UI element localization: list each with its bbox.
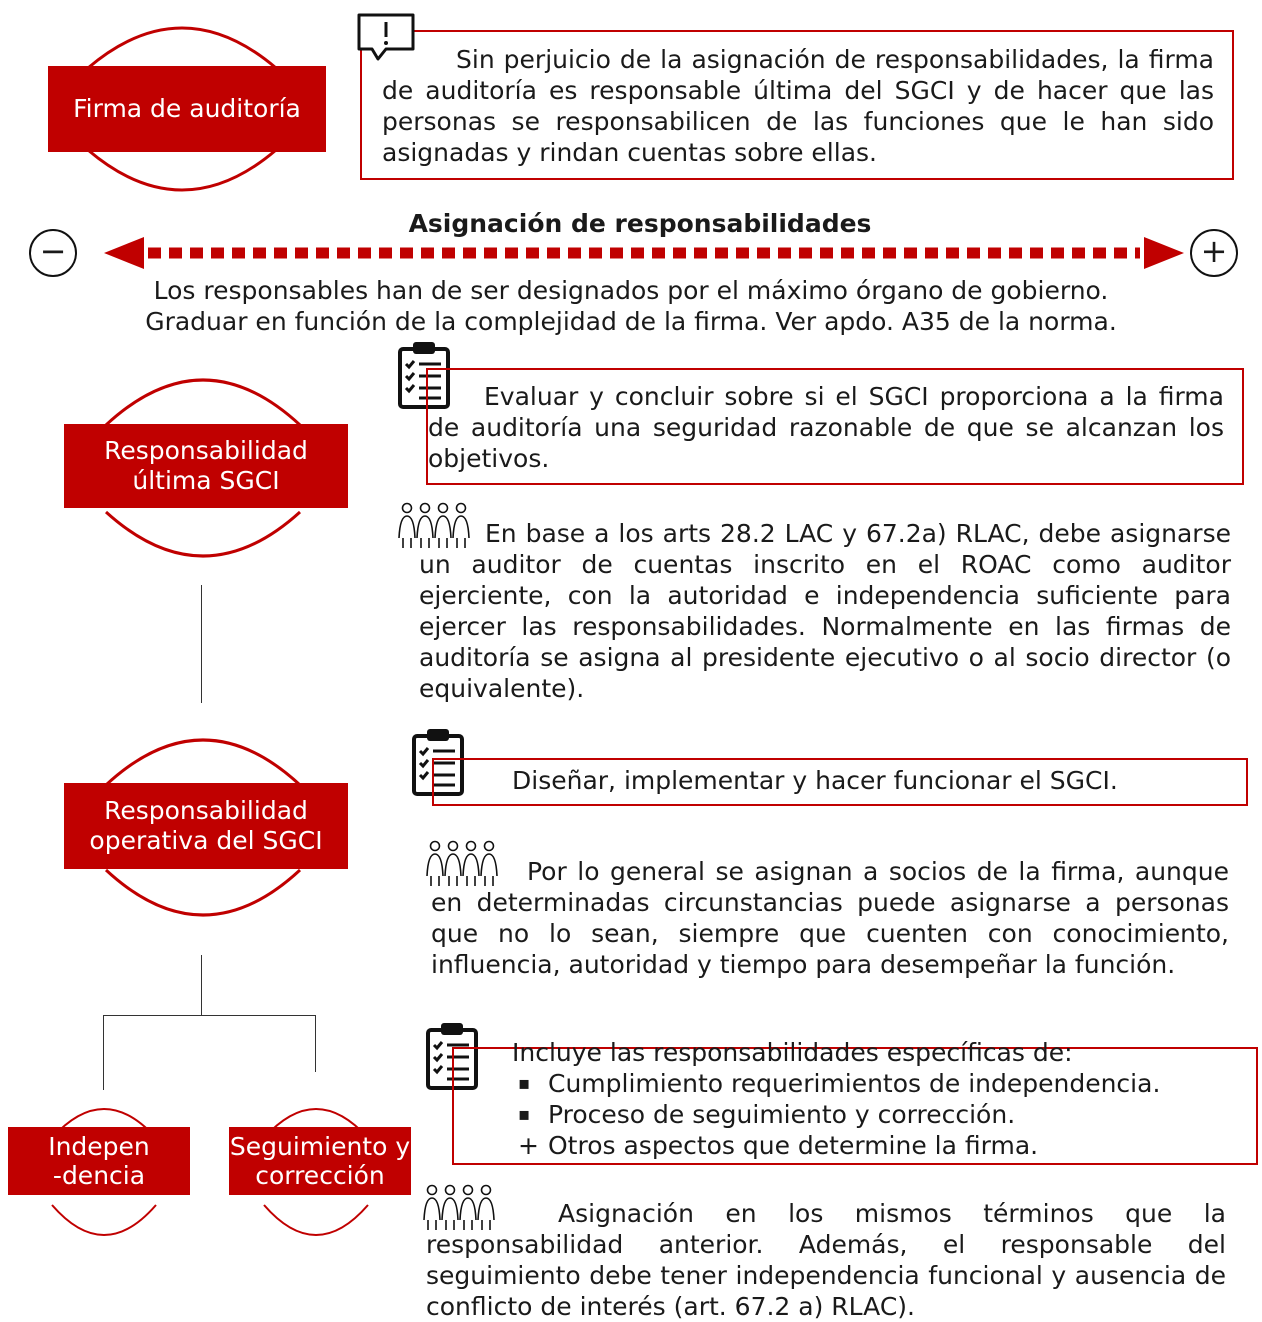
connector-line [201,585,202,703]
ultimate-task-text: Evaluar y concluir sobre si el SGCI prop… [428,382,1224,473]
ultimate-task-frame [426,368,1244,485]
plus-circle-icon [1190,229,1238,277]
operational-task-text: Diseñar, implementar y hacer funcionar e… [512,766,1118,795]
scale-line-1: Los responsables han de ser designados p… [153,276,1109,305]
connector-line [315,1015,316,1072]
bullet-square-icon: ▪ [518,1073,531,1094]
checklist-icon [412,729,464,796]
list-item: ▪Cumplimiento requerimientos de independ… [518,1069,1161,1098]
connector-line [103,1015,104,1090]
scale-line-2: Graduar en función de la complejidad de … [145,307,1117,336]
bullet-plus-icon: + [518,1131,539,1160]
specific-intro: Incluye las responsabilidades específica… [512,1038,1073,1067]
people-icon [398,502,470,548]
minus-circle-icon [29,229,77,277]
plus-symbol: + [1200,232,1228,270]
warning-note-icon [357,13,415,61]
ultimate-people-text: En base a los arts 28.2 LAC y 67.2a) RLA… [419,519,1231,703]
scale-title: Asignación de responsabilidades [408,209,872,238]
specific-frame [452,1047,1258,1165]
specific-people-text: Asignación en los mismos términos que la… [426,1199,1226,1321]
operational-task-frame [432,758,1248,806]
checklist-icon [398,342,450,409]
double-arrow [104,237,1184,269]
specific-list: ▪Cumplimiento requerimientos de independ… [512,1068,1232,1161]
bullet-square-icon: ▪ [518,1104,531,1125]
warning-note-frame [360,30,1234,180]
list-item: ▪Proceso de seguimiento y corrección. [518,1100,1016,1129]
minus-symbol: − [39,232,67,270]
node-responsabilidad-ultima: Responsabilidad última SGCI [64,424,348,508]
connector-line [103,1015,316,1016]
list-item: +Otros aspectos que determine la firma. [518,1131,1039,1160]
operational-people-text: Por lo general se asignan a socios de la… [431,857,1229,979]
connector-line [201,955,202,1015]
warning-note-text: Sin perjuicio de la asignación de respon… [382,45,1214,167]
node-firma-auditoria: Firma de auditoría [48,66,326,152]
node-independencia: Indepen-dencia [8,1127,190,1195]
people-icon [423,1184,495,1230]
node-responsabilidad-operativa: Responsabilidad operativa del SGCI [64,783,348,869]
people-icon [426,840,498,886]
node-seguimiento: Seguimiento y corrección [229,1127,411,1195]
